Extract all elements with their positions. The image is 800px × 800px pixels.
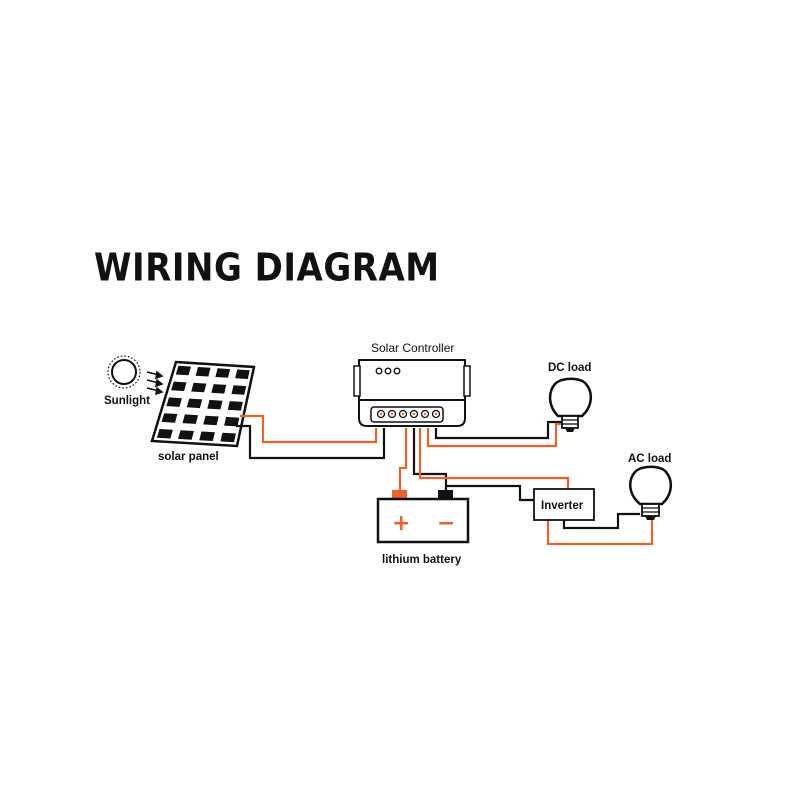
solar-panel-icon [150, 360, 256, 448]
battery-icon: + − [376, 490, 470, 544]
ac-load-negative-wire [562, 512, 640, 530]
solar-cell [199, 431, 215, 441]
ac-load-label: AC load [628, 453, 671, 465]
solar-cell [220, 432, 236, 443]
wires [236, 414, 654, 546]
battery-label: lithium battery [382, 554, 462, 566]
solar-cell [171, 381, 187, 392]
solar-cell [156, 429, 173, 439]
battery-negative-terminal [438, 490, 453, 500]
battery-positive-sign: + [392, 511, 410, 536]
solar-cell [235, 369, 250, 379]
solar-cell [178, 430, 194, 440]
inverter: Inverter [533, 488, 595, 521]
battery-positive-wire [398, 428, 408, 490]
solar-cell [191, 382, 207, 393]
solar-cell [215, 368, 231, 378]
solar-cell [182, 414, 199, 424]
solar-cell [203, 415, 219, 426]
inverter-label: Inverter [541, 500, 584, 512]
solar-cell [161, 413, 178, 423]
inverter-positive-wire [418, 428, 570, 488]
dc-load-bulb-icon [548, 377, 592, 432]
solar-panel-label: solar panel [158, 451, 219, 463]
dc-load-label: DC load [548, 362, 591, 374]
solar-cell [227, 401, 243, 411]
ac-load-positive-wire [546, 520, 654, 546]
sun-rays-icon [146, 370, 164, 396]
sun-icon [107, 355, 141, 389]
terminal-ports [376, 409, 441, 419]
solar-cell [175, 365, 191, 376]
panel-positive-wire [240, 414, 378, 444]
solar-cell [224, 416, 240, 427]
inverter-negative-wire [446, 484, 534, 502]
panel-negative-wire [236, 424, 386, 460]
dc-load-positive-wire [426, 422, 566, 448]
battery-negative-sign: − [437, 511, 455, 536]
battery-positive-terminal [392, 490, 407, 500]
sunlight-label: Sunlight [104, 395, 150, 407]
solar-cell [207, 399, 223, 410]
solar-cell [166, 397, 182, 407]
ac-load-bulb-icon [629, 465, 672, 520]
solar-cell [231, 385, 247, 395]
solar-cell [186, 398, 203, 409]
page-title: WIRING DIAGRAM [94, 246, 440, 291]
battery-negative-wire [412, 428, 448, 490]
solar-cell [195, 367, 211, 377]
dc-load-negative-wire [434, 420, 562, 440]
solar-cell [211, 384, 227, 394]
solar-controller [353, 359, 471, 427]
solar-controller-label: Solar Controller [371, 341, 454, 355]
indicator-lights [375, 367, 401, 375]
